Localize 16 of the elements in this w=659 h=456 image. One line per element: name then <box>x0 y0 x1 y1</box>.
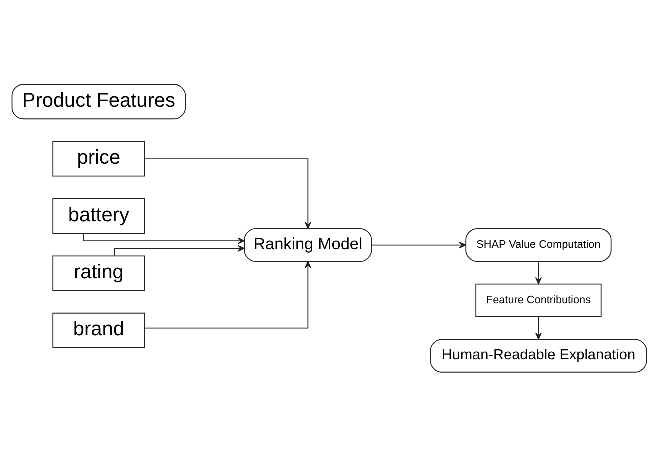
arrow <box>535 316 542 340</box>
arrow <box>84 232 245 244</box>
node-box: rating <box>52 255 146 291</box>
node-box: price <box>52 140 146 176</box>
node-box: Feature Contributions <box>476 283 602 317</box>
node-box: brand <box>52 312 146 348</box>
node-box: Ranking Model <box>244 228 372 262</box>
arrow <box>144 158 312 229</box>
node-box: Product Features <box>12 84 186 120</box>
arrow <box>371 241 466 248</box>
node-box: battery <box>52 198 146 234</box>
arrow <box>535 260 542 284</box>
arrow <box>114 244 246 256</box>
node-box: Human-Readable Explanation <box>430 338 648 372</box>
node-box: SHAP Value Computation <box>466 228 612 262</box>
arrow <box>144 260 312 328</box>
